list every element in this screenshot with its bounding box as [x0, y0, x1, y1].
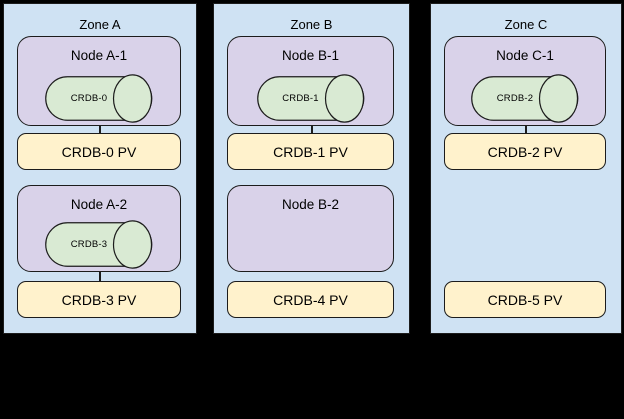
connector-line — [99, 125, 101, 134]
node-b1-label: Node B-1 — [281, 48, 340, 63]
crdb-2-database-cylinder-icon: CRDB-2 — [471, 74, 579, 123]
node-a2-box: Node A-2 CRDB-3 — [17, 185, 181, 272]
pv-crdb-2-box: CRDB-2 PV — [444, 133, 606, 170]
crdb-1-database-cylinder-icon: CRDB-1 — [256, 74, 365, 123]
pv-crdb-0-label: CRDB-0 PV — [61, 143, 137, 160]
pv-crdb-5-label: CRDB-5 PV — [487, 291, 563, 308]
crdb-1-label: CRDB-1 — [282, 93, 319, 104]
pv-crdb-3-label: CRDB-3 PV — [61, 291, 137, 308]
zone-a-box: Zone A Node A-1 CRDB-0 CRDB-0 PV Node A-… — [3, 3, 197, 334]
zone-c-label: Zone C — [504, 17, 548, 32]
node-c1-label: Node C-1 — [496, 48, 554, 63]
node-a1-box: Node A-1 CRDB-0 — [17, 36, 181, 126]
node-b1-box: Node B-1 CRDB-1 — [227, 36, 394, 126]
pv-crdb-1-label: CRDB-1 PV — [273, 143, 348, 160]
pv-crdb-4-label: CRDB-4 PV — [273, 291, 348, 308]
pv-crdb-5-box: CRDB-5 PV — [444, 281, 606, 318]
crdb-3-database-cylinder-icon: CRDB-3 — [45, 220, 153, 269]
node-a1-label: Node A-1 — [70, 48, 128, 63]
zone-b-label: Zone B — [290, 17, 333, 32]
pv-crdb-3-box: CRDB-3 PV — [17, 281, 181, 318]
pv-crdb-2-label: CRDB-2 PV — [487, 143, 563, 160]
pv-crdb-4-box: CRDB-4 PV — [227, 281, 394, 318]
crdb-2-label: CRDB-2 — [496, 93, 534, 104]
connector-line — [99, 271, 101, 282]
zone-b-box: Zone B Node B-1 CRDB-1 CRDB-1 PV Node B-… — [213, 3, 410, 334]
pv-crdb-0-box: CRDB-0 PV — [17, 133, 181, 170]
connector-line — [310, 125, 313, 134]
crdb-3-label: CRDB-3 — [70, 239, 108, 250]
zone-c-box: Zone C Node C-1 CRDB-2 CRDB-2 PV CRDB-5 … — [430, 3, 622, 334]
node-b2-box: Node B-2 — [227, 185, 394, 272]
node-a2-label: Node A-2 — [70, 197, 128, 212]
node-c1-box: Node C-1 CRDB-2 — [444, 36, 606, 126]
crdb-0-database-cylinder-icon: CRDB-0 — [45, 74, 153, 123]
pv-crdb-1-box: CRDB-1 PV — [227, 133, 394, 170]
node-b2-label: Node B-2 — [281, 197, 340, 212]
zone-a-label: Zone A — [79, 17, 121, 32]
connector-line — [525, 125, 527, 134]
crdb-0-label: CRDB-0 — [70, 93, 108, 104]
